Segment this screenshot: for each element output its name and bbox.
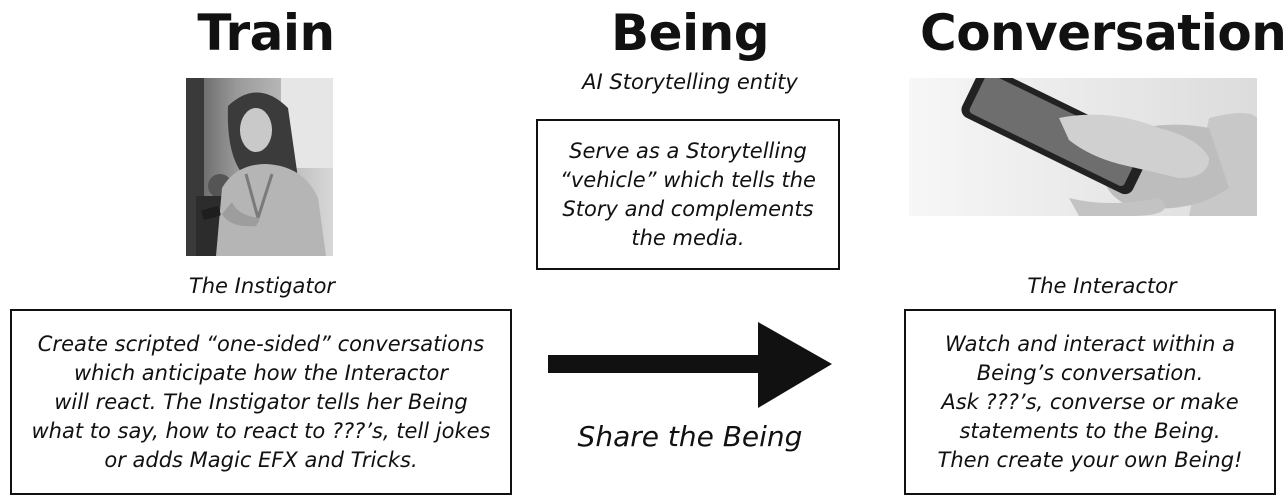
conversation-role-caption: The Interactor: [1027, 274, 1177, 298]
train-description-box: Create scripted “one-sided” conversation…: [10, 309, 512, 495]
train-description-line: or adds Magic EFX and Tricks.: [104, 447, 418, 472]
train-description-line: which anticipate how the Interactor: [73, 360, 449, 385]
being-description-box: Serve as a Storytelling “vehicle” which …: [536, 119, 840, 270]
conversation-title: Conversation: [920, 4, 1287, 62]
being-description-line: Serve as a Storytelling: [569, 138, 807, 163]
train-role-caption: The Instigator: [188, 274, 336, 298]
girl-using-phone-photo: [186, 78, 333, 256]
train-title: Train: [197, 4, 335, 62]
conversation-description-line: Then create your own Being!: [937, 447, 1243, 472]
train-description-line: what to say, how to react to ???’s, tell…: [31, 418, 491, 443]
hands-holding-smartphone-photo: [909, 78, 1257, 216]
right-arrow-icon: [548, 322, 832, 410]
conversation-description-box: Watch and interact within a Being’s conv…: [904, 309, 1276, 495]
being-description-line: the media.: [631, 225, 745, 250]
train-description-line: Create scripted “one-sided” conversation…: [37, 331, 485, 356]
share-the-being-label: Share the Being: [577, 420, 803, 453]
being-title: Being: [610, 4, 770, 62]
conversation-description-line: statements to the Being.: [959, 418, 1221, 443]
conversation-description-line: Watch and interact within a: [945, 331, 1235, 356]
conversation-description-line: Being’s conversation.: [976, 360, 1204, 385]
being-subtitle: AI Storytelling entity: [582, 70, 798, 94]
being-description-line: Story and complements: [562, 196, 814, 221]
being-description-line: “vehicle” which tells the: [560, 167, 816, 192]
conversation-description-line: Ask ???’s, converse or make: [941, 389, 1239, 414]
train-description-line: will react. The Instigator tells her Bei…: [54, 389, 468, 414]
